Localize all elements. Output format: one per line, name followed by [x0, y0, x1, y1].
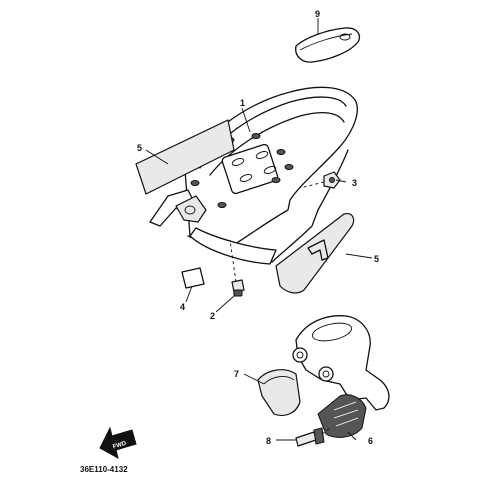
- callout-7: 7: [234, 369, 239, 379]
- callout-1: 1: [240, 98, 245, 108]
- leader-lines: [145, 18, 373, 441]
- callout-9: 9: [315, 9, 320, 19]
- part-3-nut: [299, 171, 341, 189]
- callout-2: 2: [210, 311, 215, 321]
- callout-3: 3: [352, 178, 357, 188]
- callout-8: 8: [266, 436, 271, 446]
- fwd-label: FWD: [112, 441, 127, 451]
- fwd-arrow-icon: FWD: [99, 426, 137, 459]
- part-7-guard: [257, 369, 301, 417]
- callout-4: 4: [180, 302, 185, 312]
- part-9-cover: [295, 27, 361, 63]
- frame-section: [292, 315, 390, 411]
- part-5-decal-right: [275, 213, 355, 294]
- part-4-plate: [181, 267, 205, 289]
- callout-5-right: 5: [374, 254, 379, 264]
- callout-5-left: 5: [137, 143, 142, 153]
- drawing-code: 36E110-4132: [80, 465, 128, 474]
- part-6-chain-guard: [317, 394, 367, 438]
- part-2-bolt: [229, 239, 245, 297]
- part-5-decal-left: [135, 119, 235, 195]
- callout-6: 6: [368, 436, 373, 446]
- part-8-bolt: [295, 427, 331, 447]
